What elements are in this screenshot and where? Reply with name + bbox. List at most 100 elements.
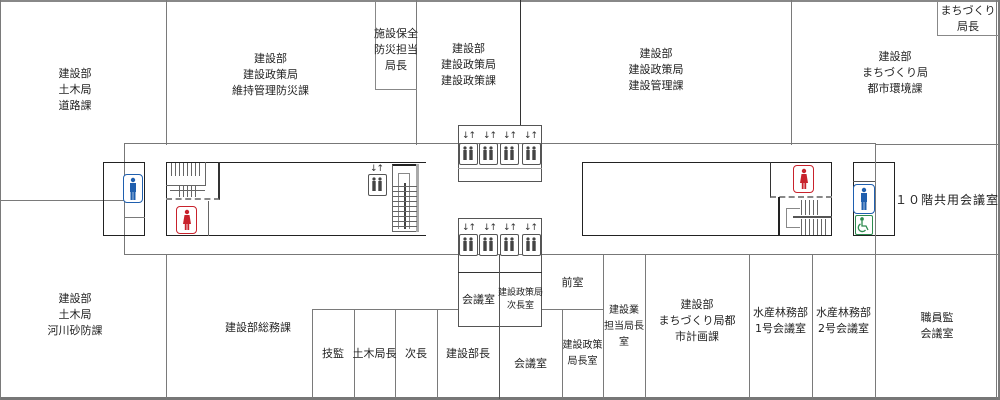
elevator-arrows-icon: ↓↑ — [462, 223, 476, 233]
room-maintenance-division[interactable]: 建設部建設政策局維持管理防災課 — [166, 10, 375, 140]
room-label: 建設政策課 — [441, 74, 496, 87]
mens-restroom-icon[interactable] — [853, 184, 875, 214]
room-urban-env-division[interactable]: 建設部まちづくり局都市環境課 — [792, 10, 998, 135]
room-engineering-supervisor[interactable]: 技監 — [312, 310, 354, 398]
room-label: 土木局 — [58, 308, 92, 321]
womens-restroom-icon[interactable] — [176, 206, 197, 234]
room-label: 担当局長 — [604, 321, 644, 332]
room-label: まちづくり — [940, 4, 996, 17]
mens-restroom-icon[interactable] — [123, 174, 143, 203]
room-label: 建設管理課 — [628, 79, 684, 92]
room-meeting-1[interactable]: 会議室 — [458, 273, 499, 327]
wall — [875, 143, 876, 400]
room-general-affairs[interactable]: 建設部総務課 — [166, 255, 350, 400]
room-border — [375, 0, 417, 90]
elevator-icon[interactable] — [500, 143, 519, 165]
room-label: 建設部 — [639, 47, 673, 60]
room-label: 建設政策局 — [441, 58, 496, 71]
room-facility-director[interactable]: 施設保全防災担当局長 — [374, 20, 418, 80]
room-label: 水産林務部 — [816, 306, 871, 319]
room-meeting-2[interactable]: 会議室 — [499, 330, 562, 398]
room-urban-planning-division[interactable]: 建設部まちづくり局都市計画課 — [645, 256, 749, 386]
wall — [749, 255, 750, 400]
room-label: 河川砂防課 — [47, 324, 103, 337]
wall — [876, 144, 998, 145]
elevator-icon[interactable] — [459, 234, 478, 256]
wall — [437, 309, 438, 399]
room-road-division[interactable]: 建設部土木局道路課 — [0, 0, 150, 180]
room-label: 建設政策 — [562, 340, 603, 351]
wall — [416, 0, 417, 145]
wall — [499, 327, 500, 399]
room-policy-division[interactable]: 建設部建設政策局建設政策課 — [417, 25, 520, 105]
room-label: 技監 — [322, 347, 344, 360]
wall — [876, 254, 998, 255]
wall — [395, 309, 396, 399]
elevator-icon[interactable] — [368, 174, 387, 196]
wall — [996, 0, 997, 400]
wall — [791, 0, 792, 145]
elevator-icon[interactable] — [479, 234, 498, 256]
restroom-womens-left — [166, 201, 209, 236]
room-label: 局長 — [385, 59, 407, 72]
room-label: 防災担当 — [374, 43, 418, 56]
room-label: 次長室 — [507, 301, 535, 311]
elevator-arrows-icon: ↓↑ — [462, 131, 476, 141]
elevator-icon[interactable] — [500, 234, 519, 256]
elevator-arrows-icon: ↓↑ — [503, 223, 517, 233]
room-river-division[interactable]: 建設部土木局河川砂防課 — [0, 230, 150, 400]
stair-right — [778, 197, 832, 236]
stair-left — [166, 162, 220, 200]
outer-wall-bottom — [0, 397, 1000, 400]
room-industry-director[interactable]: 建設業担当局長室 — [603, 256, 645, 398]
elevator-icon[interactable] — [459, 143, 478, 165]
wall — [542, 309, 603, 310]
wall — [124, 217, 145, 218]
elevator-arrows-icon: ↓↑ — [503, 131, 517, 141]
room-label: 建設部 — [58, 67, 92, 80]
room-label: 水産林務部 — [753, 306, 808, 319]
room-machizukuri-director[interactable]: まちづくり局長 — [938, 2, 998, 36]
room-construction-head[interactable]: 建設部長 — [437, 310, 499, 398]
room-label: 建設政策局 — [628, 63, 684, 76]
elevator-icon[interactable] — [522, 143, 541, 165]
room-policy-director[interactable]: 建設政策局長室 — [562, 310, 603, 398]
room-label: 建設部 — [58, 292, 92, 305]
room-label: 維持管理防災課 — [232, 84, 309, 97]
room-fisheries-meeting-2[interactable]: 水産林務部 2号会議室 — [812, 256, 875, 386]
wall — [520, 0, 521, 125]
elevator-icon[interactable] — [522, 234, 541, 256]
room-label: 局長室 — [567, 356, 598, 367]
room-inspector-meeting[interactable]: 職員監会議室 — [876, 256, 998, 396]
room-label: 建設政策局 — [243, 68, 298, 81]
elevator-arrows-icon: ↓↑ — [483, 223, 497, 233]
room-management-division[interactable]: 建設部建設政策局建設管理課 — [521, 10, 791, 130]
wall — [312, 309, 458, 310]
room-label: 建設部 — [680, 298, 714, 311]
room-civil-director[interactable]: 土木局長 — [353, 310, 397, 398]
room-common-meeting[interactable]: １０階共用会議室 — [876, 145, 998, 254]
room-label: 会議室 — [920, 327, 954, 340]
outer-wall-top — [0, 0, 1000, 2]
room-deputy[interactable]: 次長 — [395, 310, 437, 398]
accessible-restroom-icon[interactable] — [855, 215, 873, 235]
room-policy-deputy[interactable]: 建設政策局次長室 — [498, 273, 543, 327]
womens-restroom-icon[interactable] — [793, 165, 814, 193]
room-label: 土木局 — [58, 83, 92, 96]
elevator-arrows-icon: ↓↑ — [370, 164, 384, 174]
elevator-icon[interactable] — [479, 143, 498, 165]
outer-wall-right — [998, 0, 1000, 400]
wall — [312, 309, 313, 399]
room-label: 室 — [619, 337, 629, 348]
room-anteroom[interactable]: 前室 — [542, 256, 603, 309]
wall — [562, 309, 563, 399]
room-label: 2号会議室 — [818, 322, 869, 335]
room-label: 施設保全 — [374, 27, 418, 40]
room-label: まちづくり局都 — [658, 314, 736, 327]
room-label: 道路課 — [58, 99, 92, 112]
wall — [812, 255, 813, 400]
wall — [645, 255, 646, 400]
room-label: 都市環境課 — [867, 81, 923, 95]
room-label: 建設部 — [452, 42, 485, 55]
